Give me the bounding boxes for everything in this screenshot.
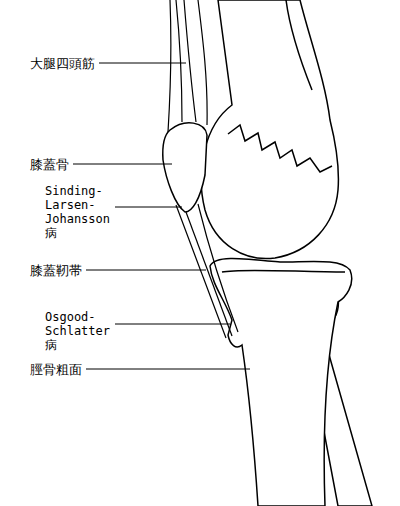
leader-line — [115, 324, 230, 325]
leader-line — [73, 164, 172, 165]
leader-line — [86, 270, 206, 271]
disease-label: Sinding- Larsen- Johansson病 — [45, 184, 110, 240]
patella — [163, 123, 207, 212]
leader-line — [86, 369, 250, 370]
muscle-label: 大腿四頭筋 — [30, 56, 95, 71]
disease-label: Osgood- Schlatter病 — [45, 310, 110, 352]
femur — [201, 0, 338, 259]
patellar-ligament — [176, 204, 238, 338]
bone-label: 脛骨粗面 — [30, 362, 82, 377]
quadriceps-muscle — [168, 0, 207, 132]
bone-label: 膝蓋骨 — [30, 157, 69, 172]
leader-line — [115, 207, 182, 208]
tibia-fibula — [210, 258, 372, 506]
ligament-label: 膝蓋靭帯 — [30, 263, 82, 278]
leader-line — [99, 63, 186, 64]
